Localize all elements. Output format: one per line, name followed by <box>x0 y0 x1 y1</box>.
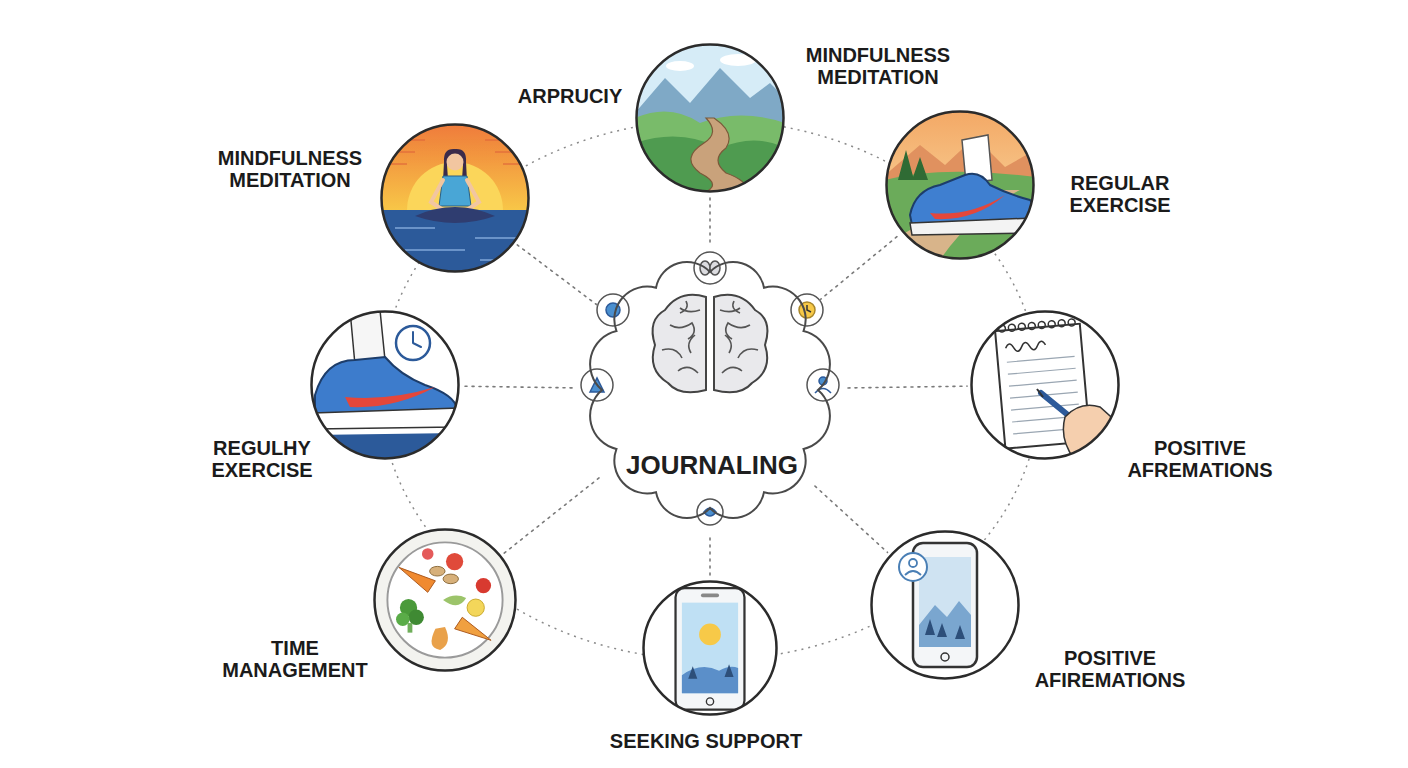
dotted-connector <box>517 245 597 305</box>
label-holder: ARPRUCIY <box>505 86 635 108</box>
label-holder: MINDFULNESS MEDITATION <box>788 45 968 88</box>
label-holder: TIME MANAGEMENT <box>213 638 378 681</box>
label-holder: REGULAR EXERCISE <box>1040 173 1200 216</box>
meditation-illustration <box>380 123 530 275</box>
outer-ring <box>380 120 1040 660</box>
circle-border <box>312 312 459 459</box>
label-holder: POSITIVE AFIREMATIONS <box>1020 648 1200 691</box>
phone-illustration <box>870 530 1020 680</box>
dotted-connector <box>815 486 887 552</box>
label-holder: MINDFULNESS MEDITATION <box>200 148 380 191</box>
landscape-illustration <box>635 43 785 198</box>
circle-border <box>872 532 1019 679</box>
topic-label: MINDFULNESS MEDITATION <box>788 45 968 88</box>
topic-circle: REGULHY EXERCISE <box>310 310 460 460</box>
topic-circle: MINDFULNESS MEDITATION <box>380 123 530 273</box>
dotted-connector <box>848 386 967 388</box>
topic-label: SEEKING SUPPORT <box>591 731 821 753</box>
topic-label: MINDFULNESS MEDITATION <box>200 148 380 191</box>
topic-circle: TIME MANAGEMENT <box>373 528 517 672</box>
circle-border <box>887 112 1034 259</box>
circle-border <box>382 125 529 272</box>
dotted-connector <box>504 478 599 553</box>
circle-border <box>972 312 1119 459</box>
center-title: JOURNALING <box>582 451 842 479</box>
circle-outline <box>642 580 778 716</box>
dotted-connector <box>463 386 572 388</box>
topic-label: POSITIVE AFREMATIONS <box>1110 438 1290 481</box>
dotted-connector <box>820 234 900 300</box>
circle-outline <box>885 110 1035 260</box>
notebook-illustration <box>970 310 1120 460</box>
topic-circle: SEEKING SUPPORT <box>642 580 778 716</box>
center-cloud: JOURNALING <box>575 245 845 535</box>
cloud-outline <box>575 245 845 535</box>
food-plate-illustration <box>373 528 517 672</box>
circle-border <box>644 582 777 715</box>
circle-outline <box>635 43 785 193</box>
topic-circle: POSITIVE AFREMATIONS <box>970 310 1120 460</box>
circle-outline <box>373 528 517 672</box>
shoe-clock-illustration <box>310 310 460 460</box>
circle-border <box>375 530 516 671</box>
running-shoe-illustration <box>885 110 1035 260</box>
topic-label: TIME MANAGEMENT <box>213 638 378 681</box>
circle-outline <box>970 310 1120 460</box>
topic-label: ARPRUCIY <box>505 86 635 108</box>
dotted-connector <box>709 538 711 577</box>
topic-circle: POSITIVE AFIREMATIONS <box>870 530 1020 680</box>
topic-circle: ARPRUCIYMINDFULNESS MEDITATION <box>635 43 785 193</box>
circle-outline <box>380 123 530 273</box>
circle-outline <box>310 310 460 460</box>
dotted-connector <box>709 196 711 242</box>
topic-circle: REGULAR EXERCISE <box>885 110 1035 260</box>
circle-outline <box>870 530 1020 680</box>
cloud-path <box>590 262 830 518</box>
topic-label: POSITIVE AFIREMATIONS <box>1020 648 1200 691</box>
label-holder: SEEKING SUPPORT <box>591 731 821 753</box>
circle-border <box>637 45 784 192</box>
label-holder: REGULHY EXERCISE <box>187 438 337 481</box>
topic-label: REGULHY EXERCISE <box>187 438 337 481</box>
small-icons <box>581 252 839 525</box>
label-holder: JOURNALING <box>582 451 842 479</box>
brain-illustration <box>653 295 768 393</box>
topic-label: REGULAR EXERCISE <box>1040 173 1200 216</box>
label-holder: POSITIVE AFREMATIONS <box>1110 438 1290 481</box>
phone-sun-illustration <box>642 580 778 716</box>
